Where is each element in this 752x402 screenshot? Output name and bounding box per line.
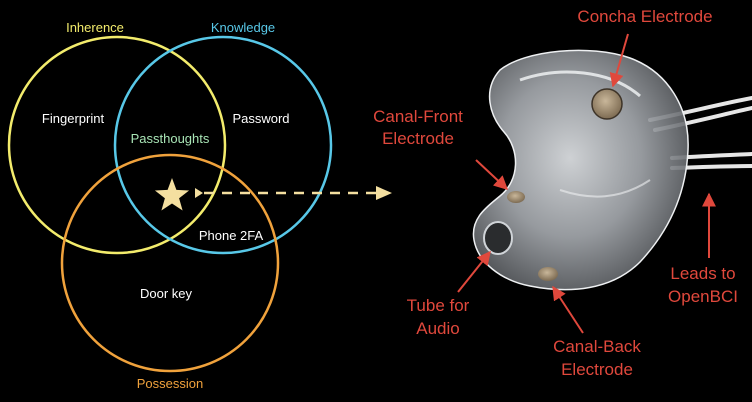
canal-back-electrode — [538, 267, 558, 281]
dashed-arrow — [195, 186, 392, 200]
canal-front-electrode — [507, 191, 525, 203]
dashed-arrow-head — [376, 186, 392, 200]
canal-back-arrow — [552, 285, 584, 334]
possession-label: Possession — [137, 376, 203, 391]
knowledge-label: Knowledge — [211, 20, 275, 35]
passthoughts-label: Passthoughts — [131, 131, 210, 146]
tube-arrow — [457, 250, 491, 293]
star-icon — [154, 178, 190, 211]
canal-front-label-line2: Electrode — [382, 129, 454, 148]
leads-label-line2: OpenBCI — [668, 287, 738, 306]
door-key-label: Door key — [140, 286, 193, 301]
dashed-arrow-tail — [195, 188, 203, 198]
earpiece-highlight — [559, 179, 651, 198]
tube-label-line2: Audio — [416, 319, 459, 338]
device-annotations: Concha Electrode Canal-Front Electrode T… — [373, 7, 738, 379]
fingerprint-label: Fingerprint — [42, 111, 105, 126]
canal-back-label-line1: Canal-Back — [553, 337, 641, 356]
phone-2fa-label: Phone 2FA — [199, 228, 264, 243]
concha-electrode-arrow — [609, 33, 629, 88]
canal-back-label-line2: Electrode — [561, 360, 633, 379]
earpiece-body — [472, 49, 689, 291]
earpiece-highlight — [519, 70, 641, 98]
knowledge-circle — [113, 35, 333, 255]
leads-label-line1: Leads to — [670, 264, 735, 283]
possession-circle — [60, 153, 280, 373]
canal-front-label-line1: Canal-Front — [373, 107, 463, 126]
tube-label-line1: Tube for — [407, 296, 470, 315]
concha-electrode — [591, 88, 623, 120]
venn-diagram: Inherence Knowledge Possession Fingerpri… — [7, 20, 333, 391]
inherence-label: Inherence — [66, 20, 124, 35]
inherence-circle — [7, 35, 227, 255]
password-label: Password — [232, 111, 289, 126]
audio-tube-opening — [483, 221, 513, 255]
canal-front-arrow — [475, 159, 509, 190]
concha-electrode-label: Concha Electrode — [577, 7, 712, 26]
earpiece-photo — [472, 49, 752, 291]
